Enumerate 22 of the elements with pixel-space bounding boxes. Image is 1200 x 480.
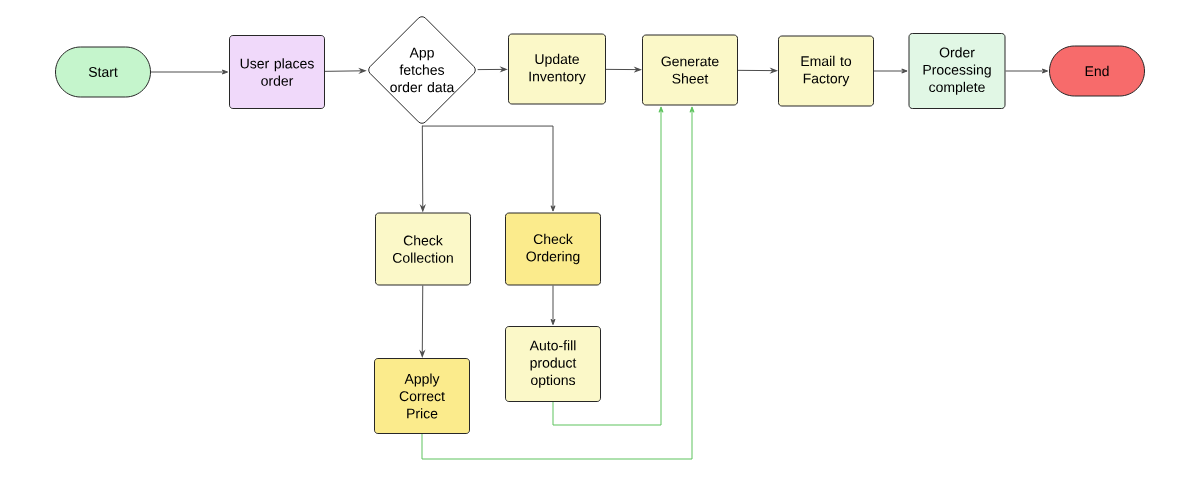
arrow [605, 67, 642, 73]
arrow [421, 106, 695, 460]
process-box: Generate Sheet [642, 34, 738, 106]
process-box: Check Ordering [505, 212, 601, 286]
arrow [552, 106, 664, 426]
process-box: Order Processing complete [908, 33, 1006, 109]
arrow [421, 125, 556, 212]
arrow [150, 69, 229, 75]
arrow [1005, 68, 1049, 74]
process-box: User places order [229, 35, 325, 109]
arrow [477, 66, 508, 72]
process-box: Auto-fill product options [505, 326, 601, 402]
arrow [873, 68, 908, 74]
arrow [419, 285, 425, 358]
process-box: Update Inventory [508, 33, 606, 105]
arrow [550, 285, 556, 326]
process-box: Apply Correct Price [374, 358, 470, 434]
process-box: Email to Factory [778, 35, 874, 107]
arrow [737, 68, 778, 74]
arrow [420, 125, 426, 212]
arrow [324, 68, 366, 74]
process-box: Check Collection [375, 212, 471, 286]
